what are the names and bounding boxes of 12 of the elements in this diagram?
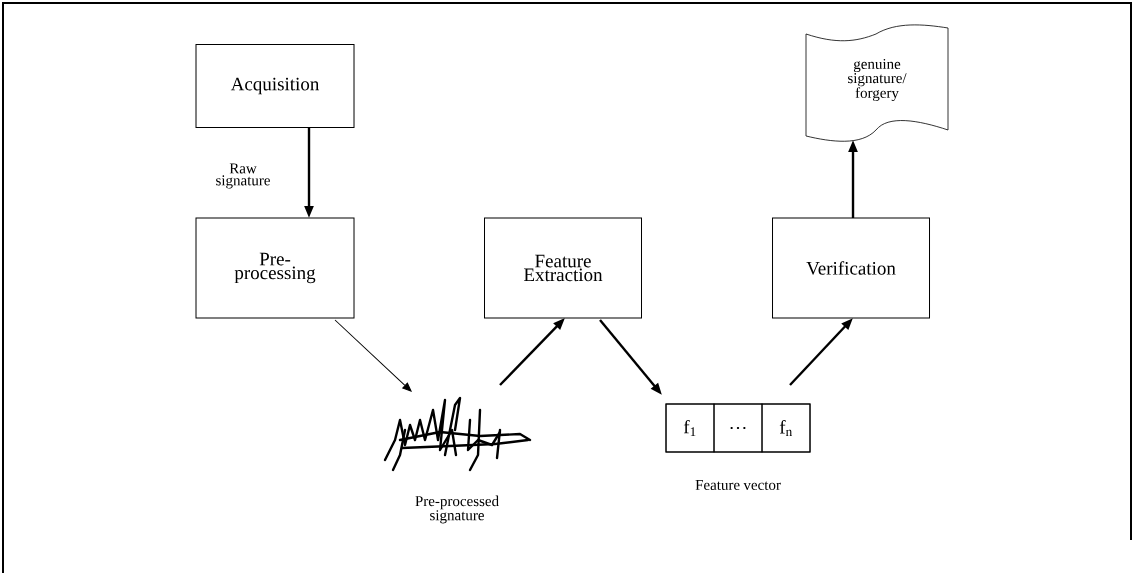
node-label: Feature vector bbox=[695, 480, 781, 490]
signature-drawing bbox=[383, 396, 532, 472]
vector-cell: f$_{n}$ bbox=[761, 403, 811, 453]
process-box: Feature Extraction bbox=[484, 217, 642, 319]
process-box: Verification bbox=[772, 217, 930, 319]
node-label: Pre-processed signature bbox=[415, 495, 499, 524]
process-box: Pre-processing bbox=[195, 217, 355, 319]
vector-cell: … bbox=[713, 403, 763, 453]
process-box: Acquisition bbox=[195, 44, 355, 128]
arrow bbox=[334, 319, 412, 392]
vector-cell: f$_{1}$ bbox=[665, 403, 715, 453]
edge-label: Raw signature bbox=[207, 162, 279, 190]
